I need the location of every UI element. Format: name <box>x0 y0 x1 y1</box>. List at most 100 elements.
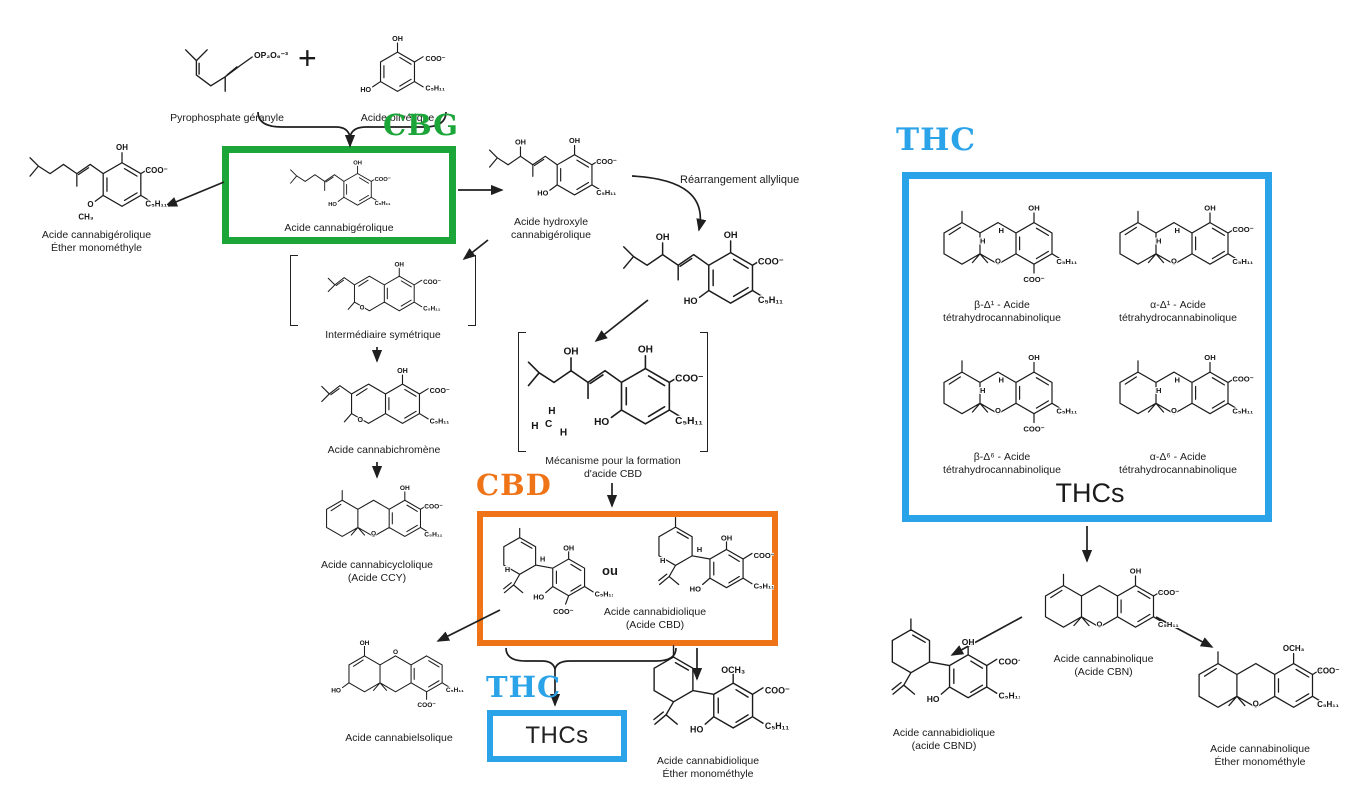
substituent-label: C₅H₁₁ <box>675 416 703 427</box>
substituent-label: H <box>1156 236 1161 245</box>
molecule-caption-line: Éther monométhyle <box>50 242 143 255</box>
substituent-label: H <box>548 406 555 417</box>
substituent-label: COO⁻ <box>754 551 774 560</box>
substituent-label: C₅H₁₁ <box>423 306 441 313</box>
substituent-label: OH <box>392 35 403 43</box>
substituent-label: OH <box>563 347 578 358</box>
substituent-label: H <box>560 428 567 439</box>
substituent-label: OH <box>1028 353 1039 362</box>
cbd-box-caption: Acide cannabidiolique (Acide CBD) <box>572 606 738 633</box>
substituent-label: O <box>995 406 1001 415</box>
substituent-label: OH <box>1028 204 1039 213</box>
substituent-label: COO⁻ <box>375 177 391 183</box>
molecule-caption-line: Acide cannabigérolique <box>284 222 394 234</box>
bracket-l <box>518 332 526 452</box>
substituent-label: H <box>660 556 665 565</box>
molecule-caption-line: α-Δ⁶ - Acide <box>1149 451 1207 463</box>
substituent-label: O <box>371 531 376 538</box>
molecule-caption-line: Intermédiaire symétrique <box>325 329 441 341</box>
molecule-caption-line: (acide CBND) <box>911 740 977 753</box>
molecule-caption: Intermédiaire symétrique <box>292 329 474 342</box>
cbd-box-caption-line1: Acide cannabidiolique <box>603 606 707 618</box>
molecule-caption-line: Acide cannabidiolique <box>656 755 760 767</box>
substituent-label: C₅H₁₁ <box>430 417 450 425</box>
substituent-label: C₅H₁₁ <box>424 531 442 538</box>
molecule-caption-line: cannabigérolique <box>511 229 591 242</box>
substituent-label: C₅H₁₁ <box>754 581 774 590</box>
molecule-caption-line: d'acide CBD <box>583 468 643 481</box>
substituent-label: OH <box>353 160 362 166</box>
substituent-label: COO⁻ <box>1317 667 1339 676</box>
molecule-caption-line: Éther monométhyle <box>662 768 754 781</box>
substituent-label: COO⁻ <box>675 373 703 384</box>
substituent-label: OH <box>563 544 574 553</box>
substituent-label: HO <box>533 593 544 602</box>
substituent-label: H <box>531 421 538 432</box>
molecule-caption-line: Acide cannabinolique <box>1210 743 1310 755</box>
molecule-caption-line: tétrahydrocannabinolique <box>1119 312 1237 325</box>
substituent-label: OH <box>360 640 370 647</box>
molecule-caption: Acide cannabicyclolique(Acide CCY) <box>286 559 468 586</box>
molecule-caption: Acide cannabigérolique <box>232 222 446 235</box>
cbg-highlight-box <box>222 146 456 244</box>
substituent-label: COO⁻ <box>1232 225 1253 234</box>
thcs-box-label: THCs <box>525 722 589 749</box>
bracket-r <box>700 332 708 452</box>
molecule-caption-line: Acide cannabidiolique <box>892 727 996 739</box>
rearrangement-note: Réarrangement allylique <box>680 174 800 186</box>
substituent-label: COO⁻ <box>1158 588 1179 597</box>
substituent-label: C₅H₁₁ <box>425 85 445 93</box>
substituent-label: O <box>360 304 365 311</box>
substituent-label: HO <box>690 725 703 735</box>
molecule-caption-line: tétrahydrocannabinolique <box>943 312 1061 325</box>
molecule-caption-line: Mécanisme pour la formation <box>545 455 681 467</box>
thc-badge-right: THC <box>896 122 977 158</box>
substituent-label: HO <box>328 202 337 208</box>
molecule-caption-line: α-Δ¹ - Acide <box>1150 299 1206 311</box>
substituent-label: OH <box>656 232 670 242</box>
substituent-label: HO <box>690 585 701 594</box>
bracket-l <box>290 255 298 326</box>
substituent-label: OH <box>395 261 405 268</box>
substituent-label: H <box>540 554 545 563</box>
substituent-label: H <box>1156 386 1161 395</box>
cbd-badge: CBD <box>476 468 552 502</box>
substituent-label: O <box>995 256 1001 265</box>
molecule-caption-line: β-Δ¹ - Acide <box>974 299 1030 311</box>
substituent-label: O <box>1171 256 1177 265</box>
cbd-box-caption-line2: (Acide CBD) <box>625 619 685 632</box>
molecule-caption: Acide cannabidiolique(acide CBND) <box>868 727 1020 754</box>
molecule-caption-line: (Acide CCY) <box>347 572 407 585</box>
substituent-label: C <box>545 419 552 430</box>
substituent-label: C₅H₁₁ <box>765 721 789 731</box>
substituent-label: O <box>393 649 398 656</box>
substituent-label: COO⁻ <box>1232 375 1253 384</box>
molecule-caption-line: Éther monométhyle <box>1214 756 1306 769</box>
molecule-caption-line: Acide hydroxyle <box>513 216 589 228</box>
substituent-label: OH <box>962 637 975 647</box>
substituent-label: H <box>980 236 985 245</box>
